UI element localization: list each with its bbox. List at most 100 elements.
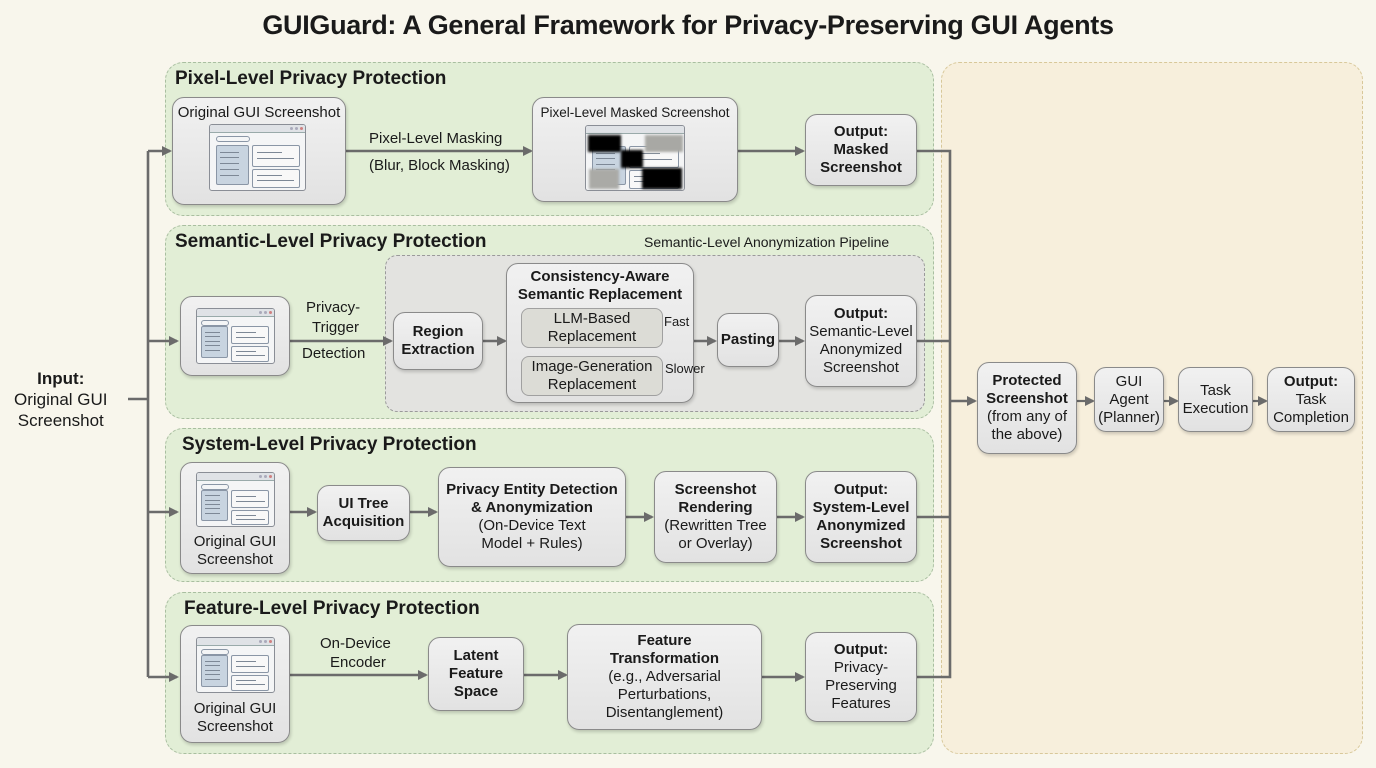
region-extraction-line1: Region	[412, 323, 464, 340]
original-line2: Screenshot	[197, 718, 273, 735]
masked-screenshot-output-box: Output: Masked Screenshot	[805, 114, 917, 186]
output-bold: Output:	[833, 305, 889, 322]
execution-line2: Execution	[1182, 399, 1249, 417]
output-line2: Completion	[1273, 408, 1349, 426]
privacy-trigger-label-3: Detection	[302, 345, 366, 362]
imggen-line1: Image-Generation	[531, 358, 653, 375]
slower-label: Slower	[665, 361, 705, 376]
llm-replacement-box: LLM-Based Replacement	[521, 308, 663, 348]
transform-line2: Perturbations,	[617, 686, 712, 703]
pixel-original-label: Original GUI Screenshot	[177, 104, 341, 121]
gui-screenshot-icon	[209, 124, 306, 191]
text-line-glyph	[220, 168, 239, 170]
rendering-line2: or Overlay)	[678, 535, 753, 552]
text-line-glyph	[235, 660, 256, 662]
text-line-glyph	[235, 355, 265, 357]
text-line-glyph	[205, 504, 221, 506]
text-line-glyph	[205, 336, 221, 337]
system-level-title: System-Level Privacy Protection	[182, 434, 477, 455]
text-line-glyph	[205, 331, 221, 333]
output-bold: Output:	[833, 481, 889, 498]
transform-bold1: Feature	[637, 632, 692, 649]
text-line-glyph	[235, 351, 256, 353]
latent-line1: Latent	[453, 647, 499, 664]
output-line1: Semantic-Level	[809, 323, 913, 340]
text-line-glyph	[220, 157, 239, 159]
output-line1: Masked	[833, 141, 889, 158]
text-line-glyph	[205, 499, 221, 501]
gui-screenshot-icon	[196, 472, 275, 527]
protected-line1: (from any of	[986, 408, 1068, 425]
original-line1: Original GUI	[193, 700, 277, 717]
text-line-glyph	[235, 331, 256, 333]
ui-tree-line1: UI Tree	[338, 495, 389, 512]
output-line1: System-Level	[812, 499, 910, 516]
region-extraction-box: Region Extraction	[393, 312, 483, 370]
input-label-line1: Original GUI	[14, 390, 108, 409]
region-extraction-line2: Extraction	[401, 341, 475, 358]
task-execution-box: Task Execution	[1178, 367, 1253, 432]
text-line-glyph	[235, 665, 265, 667]
original-line1: Original GUI	[193, 533, 277, 550]
agent-line1: GUI	[1115, 372, 1143, 390]
protected-line2: the above)	[991, 426, 1063, 443]
output-line3: Screenshot	[820, 535, 902, 552]
transform-line3: Disentanglement)	[605, 704, 724, 721]
text-line-glyph	[235, 514, 256, 516]
text-line-glyph	[634, 159, 673, 160]
privacy-trigger-label-2: Trigger	[312, 319, 359, 336]
protected-screenshot-box: Protected Screenshot (from any of the ab…	[977, 362, 1077, 454]
diagram-title: GUIGuard: A General Framework for Privac…	[262, 10, 1114, 40]
output-line2: Anonymized	[816, 517, 906, 534]
pasting-box: Pasting	[717, 313, 779, 367]
text-line-glyph	[596, 152, 616, 154]
rendering-line1: (Rewritten Tree	[664, 517, 767, 534]
input-label-line2: Screenshot	[17, 411, 104, 430]
text-line-glyph	[256, 158, 294, 159]
llm-line1: LLM-Based	[553, 310, 631, 327]
system-output-box: Output: System-Level Anonymized Screensh…	[805, 471, 917, 563]
pixel-masking-sub-label: (Blur, Block Masking)	[369, 157, 510, 174]
text-line-glyph	[235, 336, 265, 338]
entity-line1: (On-Device Text	[478, 517, 586, 534]
output-trunk-line	[917, 149, 952, 679]
pixel-masking-label: Pixel-Level Masking	[369, 130, 503, 147]
text-line-glyph	[235, 680, 256, 682]
text-line-glyph	[220, 174, 239, 176]
feature-level-title: Feature-Level Privacy Protection	[184, 598, 480, 619]
text-line-glyph	[205, 495, 221, 497]
rendering-bold2: Rendering	[678, 499, 753, 516]
llm-line2: Replacement	[547, 328, 637, 345]
original-line2: Screenshot	[197, 551, 273, 568]
rendering-bold1: Screenshot	[674, 481, 757, 498]
privacy-trigger-label-1: Privacy-	[306, 299, 361, 316]
text-line-glyph	[220, 163, 239, 165]
output-line3: Features	[831, 695, 891, 712]
feature-transformation-box: Feature Transformation (e.g., Adversaria…	[567, 624, 762, 730]
text-line-glyph	[205, 349, 221, 351]
screenshot-rendering-box: Screenshot Rendering (Rewritten Tree or …	[654, 471, 777, 563]
transform-line1: (e.g., Adversarial	[608, 668, 721, 685]
text-line-glyph	[205, 345, 221, 346]
task-completion-output-box: Output: Task Completion	[1267, 367, 1355, 432]
transform-bold2: Transformation	[609, 650, 720, 667]
entity-bold1: Privacy Entity Detection	[446, 481, 618, 498]
text-line-glyph	[205, 340, 221, 342]
replacement-title-line2: Semantic Replacement	[517, 286, 683, 303]
text-line-glyph	[205, 665, 221, 666]
output-line3: Screenshot	[823, 359, 899, 376]
ui-tree-line2: Acquisition	[322, 513, 405, 530]
text-line-glyph	[256, 152, 283, 153]
entity-bold2: & Anonymization	[471, 499, 593, 516]
text-line-glyph	[256, 175, 283, 177]
pasting-label: Pasting	[720, 331, 776, 348]
output-line1: Privacy-	[833, 659, 889, 676]
agent-line2: Agent	[1109, 390, 1149, 408]
text-line-glyph	[205, 669, 221, 671]
privacy-entity-detection-box: Privacy Entity Detection & Anonymization…	[438, 467, 626, 567]
text-line-glyph	[235, 518, 265, 520]
latent-line3: Space	[453, 683, 499, 700]
output-line2: Preserving	[825, 677, 897, 694]
pixel-level-title: Pixel-Level Privacy Protection	[175, 68, 447, 89]
